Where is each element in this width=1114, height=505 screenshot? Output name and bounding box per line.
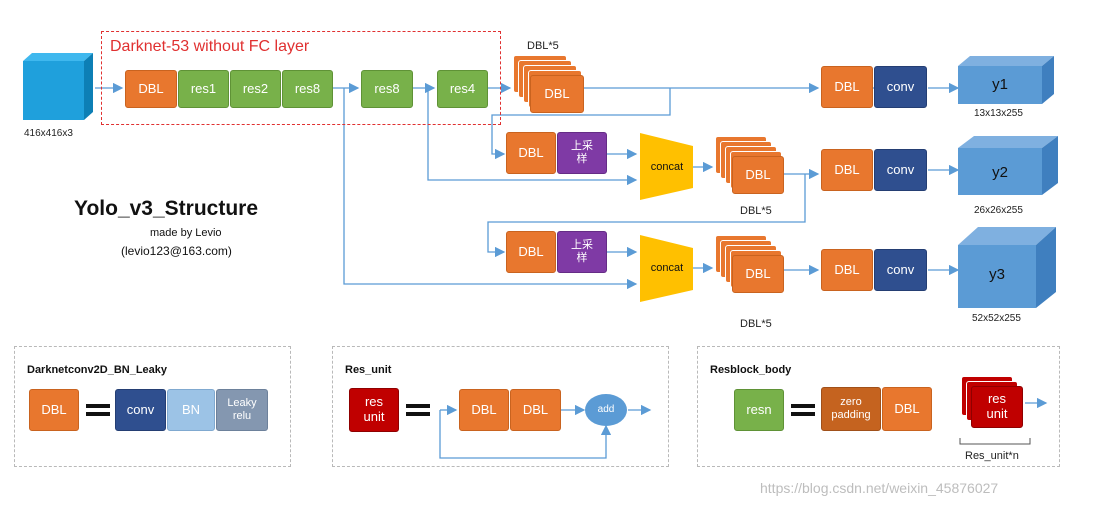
output-cube-y1 (958, 56, 1054, 104)
res-unit-skip (439, 410, 612, 459)
y2-shape: 26x26x255 (974, 205, 1023, 216)
dbl5-mid-label: DBL*5 (740, 205, 772, 217)
backbone-dbl: DBL (125, 70, 177, 108)
legend-zero-line1: zero (840, 396, 862, 409)
add-label: add (597, 404, 615, 416)
legend-dbl-title: Darknetconv2D_BN_Leaky (27, 364, 168, 376)
concat2-label: concat (650, 261, 684, 274)
equals-sign-bottom (86, 412, 110, 416)
head1-dbl: DBL (821, 66, 873, 108)
dbl5-top-label: DBL*5 (527, 40, 559, 52)
branch-to-upsample1 (491, 88, 671, 160)
up1-upsample-line1: 上采 (571, 140, 593, 153)
legend-leaky-block: Leaky relu (216, 389, 268, 431)
diagram-author: made by Levio (150, 227, 222, 239)
concat-shape-2 (640, 235, 693, 302)
legend-conv-block: conv (115, 389, 166, 431)
backbone-res2: res2 (230, 70, 281, 108)
equals-sign-top (406, 404, 430, 408)
y3-label: y3 (989, 266, 1005, 284)
diagram-title: Yolo_v3_Structure (74, 197, 259, 220)
legend-resblock-box (697, 346, 1060, 467)
y2-label: y2 (992, 164, 1008, 182)
head3-dbl: DBL (821, 249, 873, 291)
resunit-stack-front: res unit (971, 386, 1023, 428)
input-shape-label: 416x416x3 (24, 128, 73, 139)
output-cube-y3 (958, 227, 1056, 308)
backbone-box (101, 31, 501, 125)
add-node (585, 394, 627, 426)
resunit-stack-line1: res (987, 391, 1007, 407)
y1-shape: 13x13x255 (974, 108, 1023, 119)
legend-dbl-block: DBL (29, 389, 79, 431)
dbl5-bot-label: DBL*5 (740, 318, 772, 330)
equals-sign-top (791, 404, 815, 408)
legend-leaky-line2: relu (232, 410, 252, 422)
up2-upsample-line2: 样 (576, 252, 588, 264)
legend-resblock-dbl: DBL (882, 387, 932, 431)
head1-conv: conv (874, 66, 927, 108)
legend-resunit-lhs: res unit (349, 388, 399, 432)
up1-upsample-line2: 样 (576, 153, 588, 165)
equals-sign-bottom (406, 412, 430, 416)
legend-dbl-box (14, 346, 291, 467)
dbl5-bot-front: DBL (732, 255, 784, 293)
diagram-email: (levio123@163.com) (121, 244, 232, 258)
resunit-stack-line2: unit (986, 406, 1008, 421)
backbone-res1: res1 (178, 70, 229, 108)
up2-upsample: 上采 样 (557, 231, 607, 273)
skip-res8-concat2 (343, 88, 638, 290)
equals-sign-bottom (791, 412, 815, 416)
up2-dbl: DBL (506, 231, 556, 273)
legend-resunit-dbl2: DBL (510, 389, 561, 431)
output-cube-y2 (958, 136, 1058, 195)
y1-label: y1 (992, 76, 1008, 94)
dbl5-top-front: DBL (530, 75, 584, 113)
skip-res4-concat (427, 88, 638, 186)
legend-leaky-line1: Leaky (227, 397, 257, 410)
backbone-res4: res4 (437, 70, 488, 108)
legend-resunit-lhs-line1: res (364, 394, 384, 410)
legend-resunit-box (332, 346, 669, 467)
up2-upsample-line1: 上采 (571, 239, 593, 252)
head2-dbl: DBL (821, 149, 873, 191)
legend-resunit-title: Res_unit (345, 364, 392, 376)
input-cube (23, 53, 93, 120)
up1-upsample: 上采 样 (557, 132, 607, 174)
legend-resblock-title: Resblock_body (710, 364, 792, 376)
equals-sign-top (86, 404, 110, 408)
branch-to-upsample2 (487, 174, 806, 258)
legend-resunit-dbl1: DBL (459, 389, 509, 431)
legend-zero-line2: padding (831, 409, 871, 421)
concat-shape-1 (640, 133, 693, 200)
legend-zero-padding: zero padding (821, 387, 881, 431)
y3-shape: 52x52x255 (972, 313, 1021, 324)
legend-bn-block: BN (167, 389, 215, 431)
backbone-res8-1: res8 (282, 70, 333, 108)
watermark: https://blog.csdn.net/weixin_45876027 (760, 480, 999, 496)
legend-resn-block: resn (734, 389, 784, 431)
dbl5-mid-front: DBL (732, 156, 784, 194)
concat1-label: concat (650, 160, 684, 173)
head3-conv: conv (874, 249, 927, 291)
resunit-n-caption: Res_unit*n (965, 450, 1019, 462)
up1-dbl: DBL (506, 132, 556, 174)
backbone-res8-2: res8 (361, 70, 413, 108)
resunit-bracket (959, 438, 1031, 445)
head2-conv: conv (874, 149, 927, 191)
backbone-label: Darknet-53 without FC layer (110, 38, 310, 55)
legend-resunit-lhs-line2: unit (363, 409, 385, 424)
